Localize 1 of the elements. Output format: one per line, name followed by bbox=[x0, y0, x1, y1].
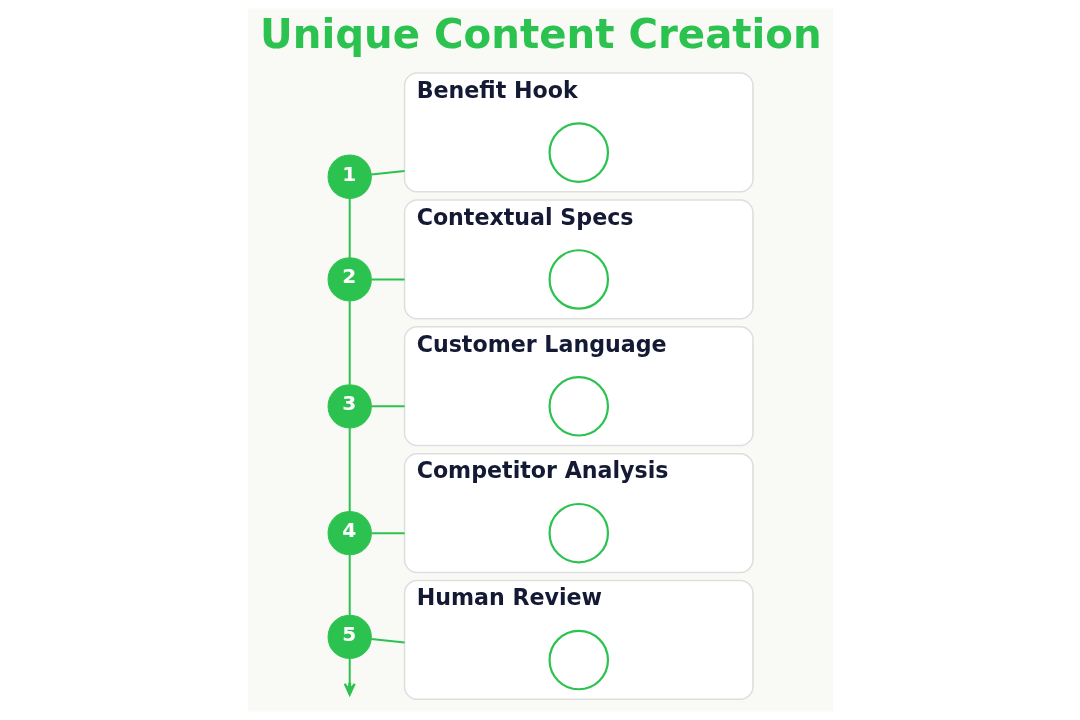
diagram-title: Unique Content Creation bbox=[259, 10, 822, 57]
